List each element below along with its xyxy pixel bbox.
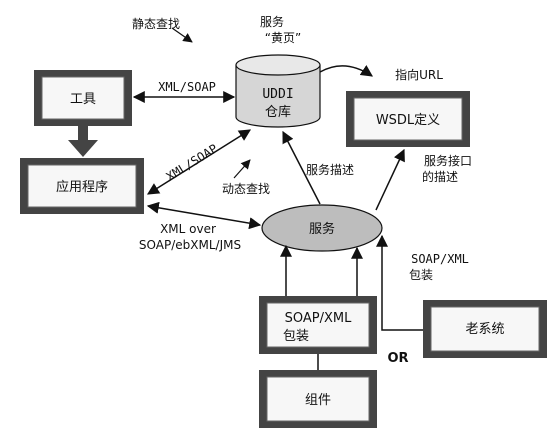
app-label: 应用程序 <box>56 179 108 195</box>
app-box: 应用程序 <box>20 158 144 214</box>
uddi-to-url-arrow <box>319 65 373 77</box>
service-iface-desc-line1: 服务接口 <box>424 153 472 168</box>
tools-to-app-arrow <box>68 126 98 157</box>
uddi-repository-cylinder: UDDI 仓库 <box>235 54 321 128</box>
service-to-uddi-arrow <box>282 130 321 205</box>
app-uddi-arrow <box>146 129 252 195</box>
soap-xml-right-line1: SOAP/XML <box>411 252 469 266</box>
xml-over-line2: SOAP/ebXML/JMS <box>139 238 241 252</box>
component-label: 组件 <box>305 393 331 408</box>
point-url-label: 指向URL <box>395 67 443 82</box>
soap-package-box: SOAP/XML 包装 <box>259 296 377 354</box>
or-label: OR <box>387 351 408 366</box>
uddi-line2: 仓库 <box>265 104 291 120</box>
static-lookup-label: 静态查找 <box>132 17 180 31</box>
soap-package-line2: 包装 <box>283 329 309 344</box>
legacy-to-service-arrow <box>376 234 423 331</box>
static-lookup-arrow <box>171 27 193 43</box>
legacy-label: 老系统 <box>465 322 504 337</box>
yellow-pages-line1: 服务 <box>260 14 284 29</box>
dynamic-lookup-arrow <box>233 159 251 179</box>
service-ellipse: 服务 <box>261 204 383 252</box>
soap-xml-right-line2: 包装 <box>409 268 433 282</box>
xml-soap-top-label: XML/SOAP <box>158 80 216 94</box>
service-desc-label: 服务描述 <box>306 162 354 177</box>
xml-soap-diag-label: XML/SOAP <box>164 141 220 184</box>
yellow-pages-line2: “黄页” <box>265 31 301 45</box>
service-to-wsdl-arrow <box>375 148 405 211</box>
service-label: 服务 <box>309 221 335 237</box>
uddi-line1: UDDI <box>262 87 293 102</box>
dynamic-lookup-label: 动态查找 <box>222 182 270 196</box>
xml-over-line1: XML over <box>160 222 216 236</box>
wsdl-label: WSDL定义 <box>376 113 440 128</box>
tools-box: 工具 <box>34 70 132 126</box>
legacy-box: 老系统 <box>423 300 547 358</box>
wsdl-box: WSDL定义 <box>346 91 470 147</box>
soap-package-line1: SOAP/XML <box>285 311 352 326</box>
component-box: 组件 <box>259 370 377 428</box>
app-service-arrow <box>146 201 262 230</box>
tools-label: 工具 <box>70 92 96 107</box>
service-iface-desc-line2: 的描述 <box>422 169 458 184</box>
